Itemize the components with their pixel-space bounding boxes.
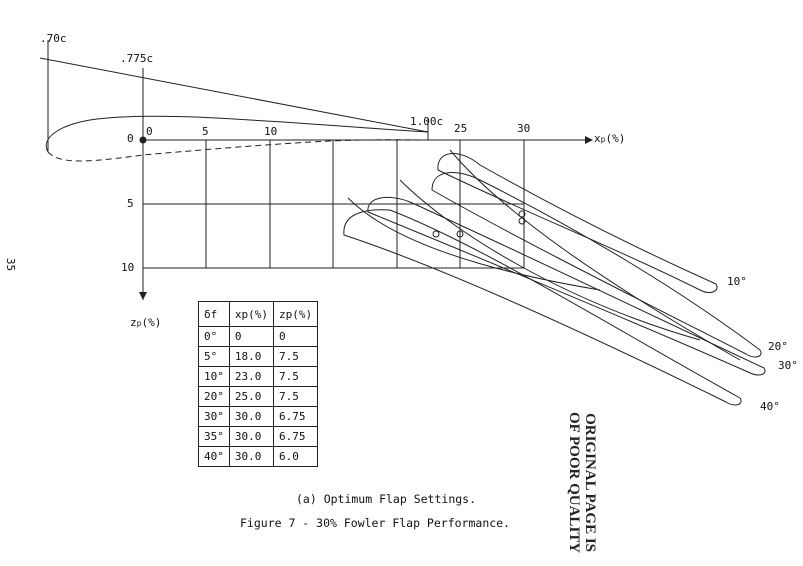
te-chord-label: 1.00c	[410, 115, 444, 128]
pivot-marker-10	[456, 230, 464, 238]
deflection-label-40: 40°	[760, 400, 780, 413]
deflection-label-30: 30°	[778, 359, 798, 372]
flap-40deg	[343, 209, 742, 406]
stamp-line-1: ORIGINAL PAGE IS	[582, 413, 598, 553]
x-tick-label-10: 10	[264, 125, 278, 138]
flap-chord-line-a	[347, 197, 601, 291]
pivot-marker-35	[518, 217, 526, 225]
cell-deflection: 30°	[198, 406, 230, 427]
x-axis-subscript: p	[600, 135, 606, 144]
caption-figure: Figure 7 - 30% Fowler Flap Performance.	[240, 516, 511, 530]
z-axis-label: zp(%)	[130, 316, 161, 329]
deflection-label-10: 10°	[727, 275, 747, 288]
table-header-row: δf xp(%) zp(%)	[198, 301, 319, 327]
cell-xp: 30.0	[228, 446, 275, 467]
cell-xp: 25.0	[228, 386, 275, 407]
cell-deflection: 35°	[198, 426, 230, 447]
cell-zp: 6.0	[272, 446, 319, 467]
z-axis-arrow	[139, 292, 147, 300]
pivot-marker-5	[432, 230, 440, 238]
flap-chord-line-b	[399, 179, 701, 341]
pivot-marker-30	[518, 210, 526, 218]
cell-deflection: 5°	[198, 346, 230, 367]
chord-line	[39, 57, 429, 133]
cell-zp: 7.5	[272, 386, 319, 407]
x-axis-label: xp(%)	[594, 132, 625, 145]
x-tick-label-30: 30	[517, 122, 531, 135]
deflection-label-20: 20°	[768, 340, 788, 353]
page-number: 35	[4, 257, 18, 272]
header-deflection: δf	[198, 301, 230, 327]
x-axis-letter: x	[594, 132, 601, 145]
cell-zp: 7.5	[272, 346, 319, 367]
cell-xp: 0	[228, 326, 275, 347]
z-axis-subscript: p	[136, 319, 142, 328]
le-chord-label: .70c	[40, 32, 67, 45]
z-axis-letter: z	[130, 316, 137, 329]
header-xp: xp(%)	[228, 301, 275, 327]
flap-30deg	[367, 196, 766, 376]
cell-deflection: 20°	[198, 386, 230, 407]
cell-deflection: 40°	[198, 446, 230, 467]
x-tick-label-0: 0	[146, 125, 153, 138]
cell-zp: 0	[272, 326, 319, 347]
cell-zp: 6.75	[272, 406, 319, 427]
cell-deflection: 0°	[198, 326, 230, 347]
z-axis-unit: (%)	[141, 316, 162, 329]
x-tick-label-25: 25	[454, 122, 468, 135]
flap-20deg	[431, 172, 762, 358]
pivot-marker-0	[139, 136, 147, 144]
hinge-chord-label: .775c	[120, 52, 154, 65]
cell-xp: 23.0	[228, 366, 275, 387]
cell-deflection: 10°	[198, 366, 230, 387]
z-tick-label-0: 0	[127, 132, 134, 145]
airfoil-upper-surface	[45, 115, 429, 153]
flap-chord-line-c	[449, 149, 741, 361]
poor-quality-stamp: ORIGINAL PAGE IS OF POOR QUALITY	[566, 412, 598, 553]
flap-10deg	[437, 153, 718, 293]
grid	[143, 140, 525, 269]
x-axis-unit: (%)	[605, 132, 626, 145]
z-tick-label-10: 10	[121, 261, 135, 274]
header-zp: zp(%)	[272, 301, 319, 327]
cell-xp: 18.0	[228, 346, 275, 367]
cell-xp: 30.0	[228, 406, 275, 427]
z-tick-label-5: 5	[127, 197, 134, 210]
cell-zp: 7.5	[272, 366, 319, 387]
cell-xp: 30.0	[228, 426, 275, 447]
x-tick-label-5: 5	[202, 125, 209, 138]
x-axis-arrow	[585, 136, 593, 144]
airfoil-lower-surface	[47, 139, 429, 162]
cell-zp: 6.75	[272, 426, 319, 447]
caption-subfigure: (a) Optimum Flap Settings.	[296, 492, 477, 506]
stamp-line-2: OF POOR QUALITY	[566, 412, 582, 554]
